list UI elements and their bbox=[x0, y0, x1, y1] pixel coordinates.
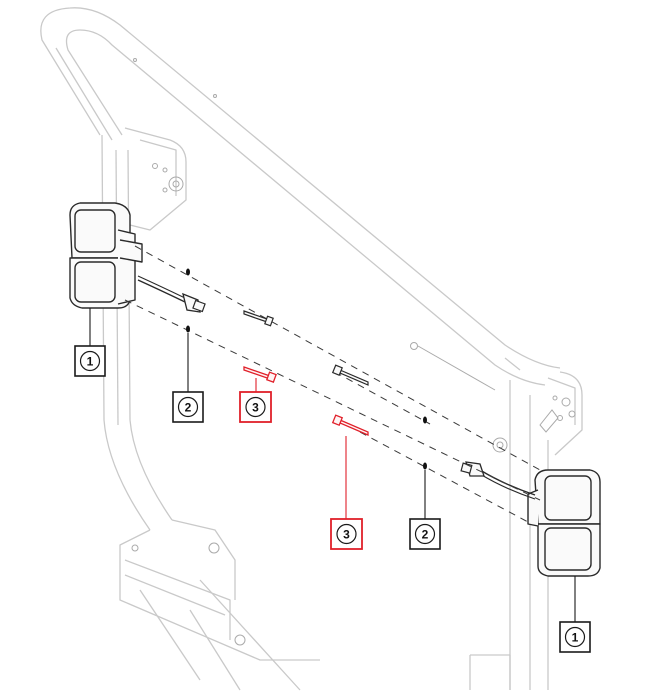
callout-label: 2 bbox=[185, 401, 192, 415]
assembly-lines bbox=[124, 245, 541, 523]
callout-label: 1 bbox=[572, 631, 579, 645]
callout-label: 3 bbox=[252, 401, 259, 415]
washers bbox=[186, 268, 427, 470]
red-bolts bbox=[243, 366, 369, 436]
callout-left-bolt: 3 bbox=[239, 391, 272, 423]
roll-bar-frame bbox=[40, 7, 583, 691]
leader-lines bbox=[89, 308, 576, 622]
callout-right-washer: 2 bbox=[409, 518, 441, 550]
black-bolts bbox=[243, 310, 369, 386]
right-work-lamp bbox=[460, 461, 601, 577]
callout-right-bolt: 3 bbox=[330, 518, 363, 550]
callout-left-washer: 2 bbox=[172, 391, 204, 423]
frame-hardware bbox=[131, 58, 576, 646]
callout-label: 3 bbox=[343, 528, 350, 542]
left-work-lamp bbox=[69, 202, 206, 313]
callout-right-lamp: 1 bbox=[559, 621, 591, 653]
callout-label: 1 bbox=[87, 355, 94, 369]
callout-left-lamp: 1 bbox=[74, 345, 106, 377]
callout-label: 2 bbox=[422, 528, 429, 542]
